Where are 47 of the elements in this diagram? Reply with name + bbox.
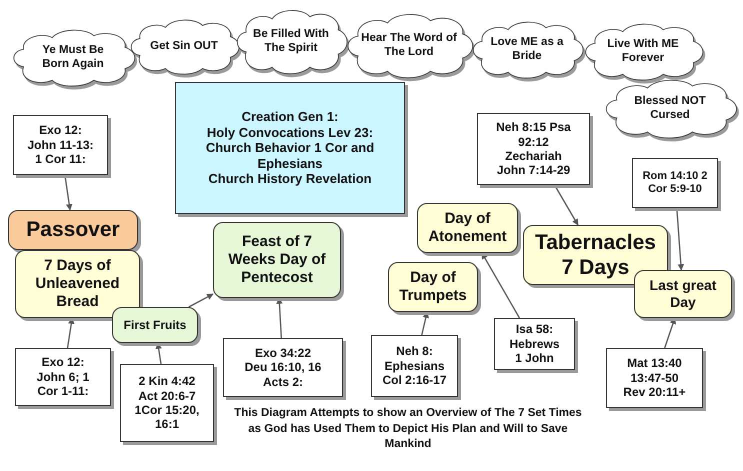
node-text: Feast of 7 Weeks Day of Pentecost	[227, 233, 327, 287]
reference-box	[13, 115, 108, 175]
feast-box	[388, 262, 478, 312]
reference-box	[223, 338, 343, 397]
node-text: Isa 58: Hebrews 1 John	[508, 322, 561, 366]
node-text: Rom 14:10 2 Cor 5:9-10	[642, 170, 708, 196]
node-text: Exo 12: John 11-13: 1 Cor 11:	[26, 123, 95, 167]
reference-box	[632, 158, 718, 208]
node-text: Tabernacles 7 Days	[534, 230, 657, 280]
reference-box	[606, 348, 703, 408]
node-text: Last great Day	[648, 277, 718, 311]
node-text: Day of Trumpets	[398, 269, 468, 305]
node-text: Day of Atonement	[427, 210, 508, 246]
feast-box	[417, 203, 518, 253]
node-text: First Fruits	[124, 318, 186, 332]
reference-box	[15, 348, 111, 406]
node-text: Creation Gen 1:	[242, 109, 338, 125]
node-text: 7 Days of Unleavened Bread	[34, 257, 121, 311]
node-text: Exo 12: John 6; 1 Cor 1-11:	[36, 355, 90, 399]
feast-box	[213, 222, 341, 298]
node-text: Be Filled With The Spirit	[252, 28, 330, 56]
node-text: Blessed NOT Cursed	[633, 95, 707, 123]
node-text: Mat 13:40 13:47-50 Rev 20:11+	[622, 356, 687, 400]
reference-box	[477, 113, 590, 185]
arrow	[188, 294, 214, 308]
info-box	[175, 82, 405, 214]
node-text: Get Sin OUT	[150, 40, 218, 54]
node-text: Passover	[26, 217, 120, 243]
feast-box	[634, 270, 732, 318]
node-text: Church History Revelation	[208, 171, 372, 187]
reference-box	[120, 364, 214, 442]
feast-box	[15, 250, 140, 318]
reference-box	[371, 335, 458, 397]
node-text: Exo 34:22 Deu 16:10, 16 Acts 2:	[244, 346, 322, 390]
feast-box	[8, 210, 138, 250]
node-text: Love ME as a Bride	[490, 36, 564, 64]
node-text: Live With ME Forever	[606, 38, 680, 66]
caption: This Diagram Attempts to show an Overview of The 7 Set Times as God has Used Them to Depict His Plan and Will to Save Mankind	[233, 406, 583, 452]
reference-box	[494, 318, 575, 370]
node-text: Hear The Word of The Lord	[360, 32, 458, 60]
node-text: Neh 8:15 Psa 92:12 Zechariah John 7:14-29	[496, 120, 572, 178]
feast-box	[112, 307, 198, 343]
node-text: Ye Must Be Born Again	[41, 44, 105, 72]
node-text: Neh 8: Ephesians Col 2:16-17	[381, 344, 448, 388]
node-text: Church Behavior 1 Cor and Ephesians	[204, 140, 376, 172]
node-text: 2 Kin 4:42 Act 20:6-7 1Cor 15:20, 16:1	[134, 374, 200, 432]
node-text: Holy Convocations Lev 23:	[206, 124, 374, 140]
